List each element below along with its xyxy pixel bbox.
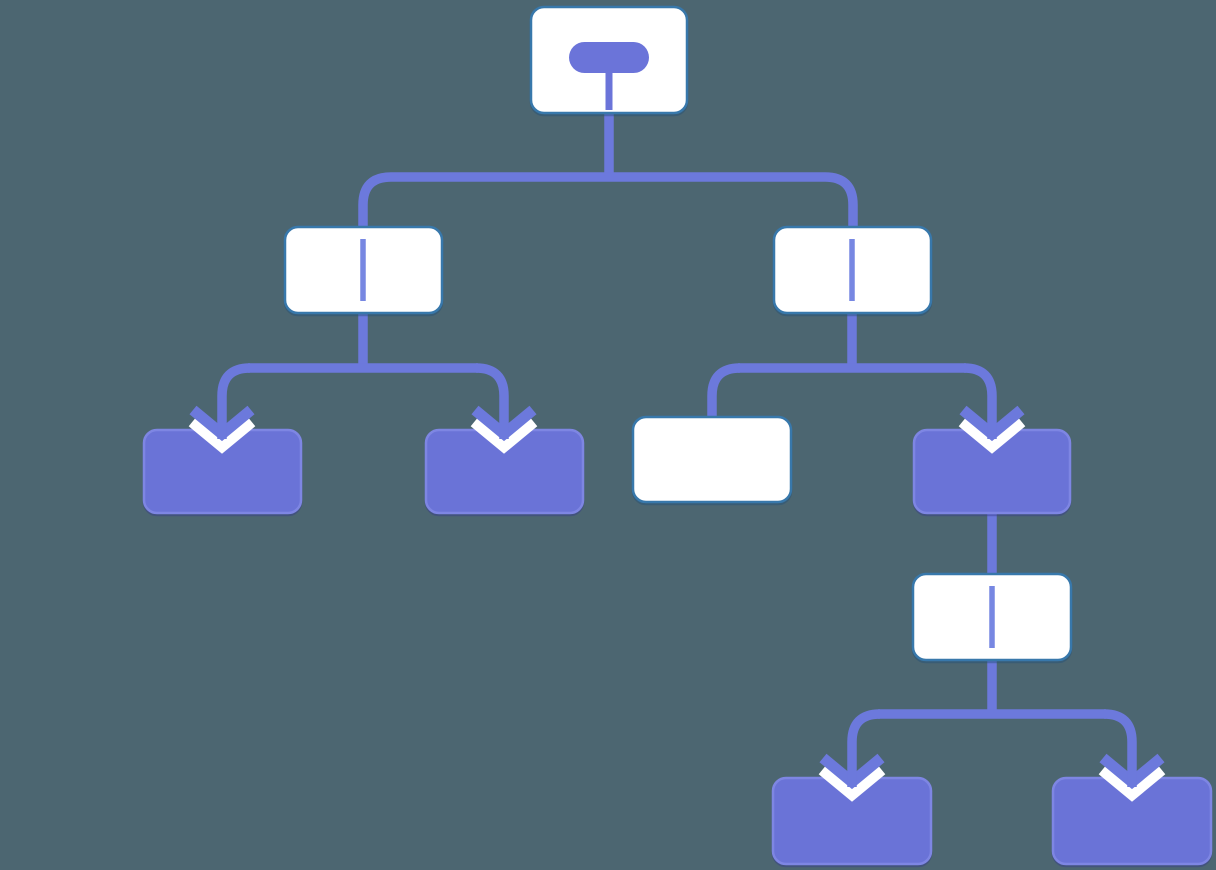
edge-branch-left-to-leaf-1 (217, 363, 251, 439)
edge-branch-deep-to-leaf-5 (847, 709, 881, 787)
edge-branch-deep-to-leaf-6 (1103, 709, 1137, 787)
double-chevron-down-icon (818, 709, 886, 802)
edge-root-to-branches (358, 172, 858, 230)
pill-with-stem-icon (569, 42, 649, 73)
nodes-layer (142, 5, 1213, 866)
edge-branch-right-to-leaf-3 (707, 363, 741, 421)
double-chevron-down-icon (188, 363, 256, 454)
node-leaf-3[interactable] (631, 415, 793, 504)
arrows-layer (188, 363, 1166, 802)
edges-layer (248, 112, 1106, 719)
edge-branch-left-to-leaf-2 (475, 363, 509, 439)
double-chevron-down-icon (470, 363, 538, 454)
double-chevron-down-icon (958, 363, 1026, 454)
edge-branch-right-to-leaf-4 (963, 363, 997, 439)
double-chevron-down-icon (1098, 709, 1166, 802)
